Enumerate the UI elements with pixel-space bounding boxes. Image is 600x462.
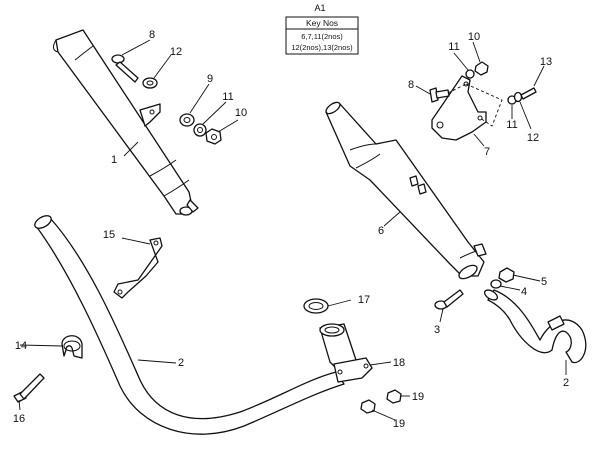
callout-13: 13: [540, 56, 552, 68]
callout-19-lower: 19: [393, 418, 405, 430]
callout-19-upper: 19: [412, 391, 424, 403]
nut-19-upper: [386, 389, 402, 404]
bolt-13-right: [520, 87, 537, 100]
nut-19-lower: [360, 399, 376, 414]
callout-11-right-upper: 11: [448, 41, 459, 53]
bolt-8-right: [429, 87, 450, 103]
washer-12-left: [142, 77, 158, 89]
callout-11-right-lower: 11: [506, 119, 517, 131]
callout-8-right: 8: [408, 79, 414, 91]
callout-6: 6: [378, 225, 384, 237]
callout-15: 15: [103, 229, 115, 241]
callout-11-left: 11: [222, 91, 233, 103]
clamp-14: [61, 335, 83, 359]
washer-4-right: [490, 279, 502, 289]
callout-9: 9: [207, 73, 213, 85]
key-nos-box: A1 Key Nos 6,7,11(2nos) 12(2nos),13(2nos…: [285, 3, 359, 55]
callout-2-right: 2: [563, 377, 569, 389]
callout-10-right: 10: [468, 31, 480, 43]
header-pipe-right: [483, 289, 587, 364]
callout-14: 14: [15, 340, 27, 352]
bracket-7: [431, 75, 487, 141]
bolt-8-left: [111, 54, 139, 83]
nut-10-right: [474, 61, 489, 76]
leader-lines: [18, 39, 567, 421]
callout-12-right: 12: [527, 132, 539, 144]
header-pipe-left: [34, 215, 345, 435]
muffler-right: [325, 101, 487, 280]
key-box-title: A1: [314, 3, 325, 13]
gasket-17: [303, 298, 329, 314]
muffler-left: [52, 29, 199, 216]
bolt-3: [434, 289, 464, 310]
key-box-heading: Key Nos: [306, 18, 338, 28]
callout-labels: 1 2 2 3 4 5 6 7 8 8 9 10 10 11 11 11 12 …: [13, 29, 569, 430]
callout-16: 16: [13, 413, 25, 425]
callout-3: 3: [434, 324, 440, 336]
callout-4: 4: [521, 286, 527, 298]
nut-10-left: [205, 128, 222, 145]
bolt-16: [13, 373, 45, 403]
washer-11-left: [193, 123, 207, 137]
key-box-line-2: 12(2nos),13(2nos): [291, 43, 353, 52]
callout-8-left: 8: [149, 29, 155, 41]
callout-12-left: 12: [170, 46, 182, 58]
washer-12-right: [513, 91, 523, 103]
washer-11-right-upper: [465, 69, 475, 79]
callout-18: 18: [393, 357, 405, 369]
callout-7: 7: [484, 146, 490, 158]
nut-5-right: [498, 267, 515, 283]
washer-9-left: [179, 113, 195, 127]
callout-10-left: 10: [235, 107, 247, 119]
callout-2-left: 2: [178, 357, 184, 369]
key-box-line-1: 6,7,11(2nos): [301, 32, 343, 41]
bracket-15: [113, 237, 163, 299]
callout-5: 5: [541, 276, 547, 288]
flange-18: [319, 323, 373, 383]
callout-17: 17: [358, 294, 370, 306]
callout-1: 1: [111, 154, 117, 166]
